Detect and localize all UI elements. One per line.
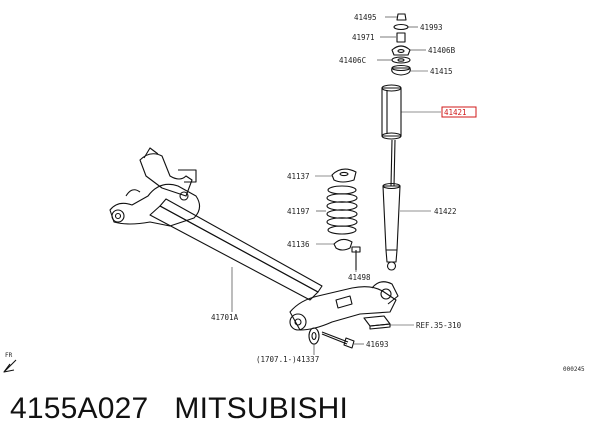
callout-41693: 41693 — [366, 340, 389, 349]
spring-upper-seat — [331, 168, 357, 183]
diagram-code: 000245 — [563, 366, 585, 373]
ref-bracket — [363, 315, 391, 330]
coil-spring — [326, 185, 358, 235]
callout-41421: 41421 — [444, 108, 467, 117]
caption: 4155A027 MITSUBISHI — [10, 392, 348, 426]
brand-name: MITSUBISHI — [174, 392, 349, 425]
callout-41406c: 41406C — [339, 56, 366, 65]
callout-41971: 41971 — [352, 33, 375, 42]
callout-41415: 41415 — [430, 67, 453, 76]
callout-41197: 41197 — [287, 207, 310, 216]
spring-lower-seat — [333, 238, 353, 251]
part-number: 4155A027 — [10, 392, 149, 425]
strut-top-hardware — [391, 13, 411, 76]
callout-41993: 41993 — [420, 23, 443, 32]
callout-41495: 41495 — [354, 13, 377, 22]
callout-41421-highlight — [441, 106, 477, 118]
callout-41498: 41498 — [348, 273, 371, 282]
bolt-41498 — [351, 246, 361, 270]
leader-lines — [231, 16, 441, 355]
callout-ref: REF.35-310 — [416, 321, 462, 330]
shock-absorber — [382, 139, 401, 271]
callout-41136: 41136 — [287, 240, 310, 249]
callout-41406b: 41406B — [428, 46, 456, 55]
direction-arrow-icon — [3, 363, 15, 373]
front-direction-marker: FR — [3, 352, 17, 373]
bolt-41693 — [321, 331, 355, 349]
bushing-41337 — [308, 327, 320, 345]
dust-boot — [381, 84, 402, 140]
callout-41701a: 41701A — [211, 313, 239, 322]
callout-41422: 41422 — [434, 207, 457, 216]
callout-41137: 41137 — [287, 172, 310, 181]
callout-41337: (1707.1-)41337 — [256, 355, 319, 364]
rear-axle-beam — [109, 147, 399, 331]
direction-label: FR — [5, 352, 13, 359]
